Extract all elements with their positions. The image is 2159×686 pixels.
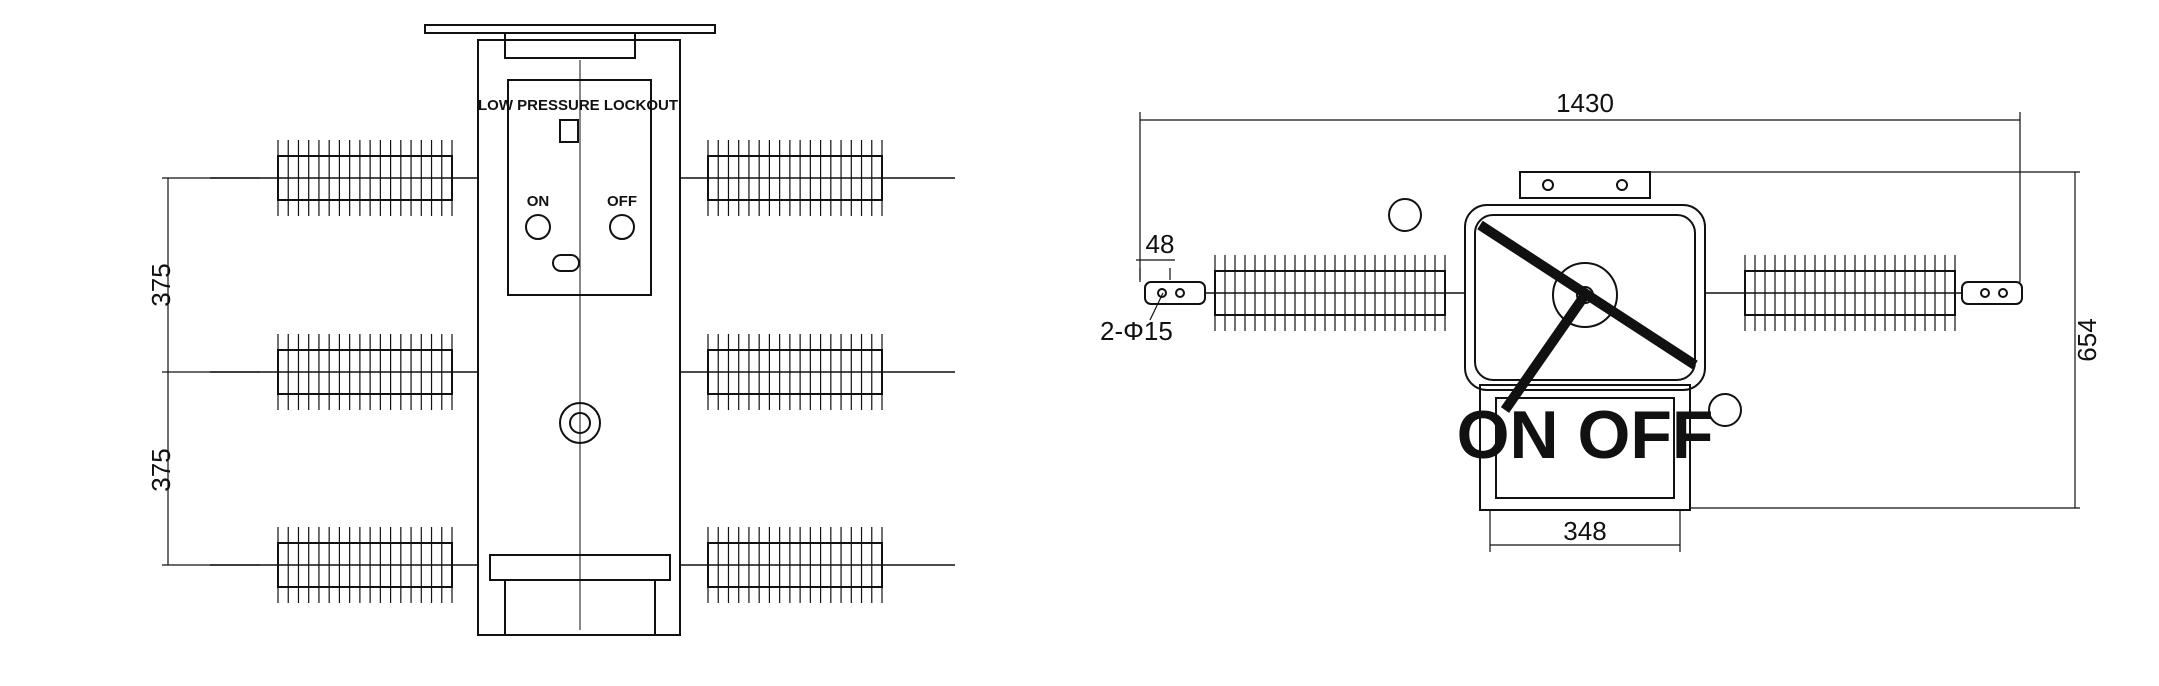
dim-phase-spacing-upper: 375 bbox=[146, 263, 176, 306]
off-button-circle bbox=[609, 214, 635, 240]
front-dimensions bbox=[162, 177, 260, 566]
dim-overall-length: 1430 bbox=[1556, 88, 1614, 118]
on-label: ON bbox=[527, 193, 550, 210]
lifting-eye-left bbox=[1388, 198, 1422, 232]
top-mounting-plate bbox=[424, 24, 716, 34]
on-button-circle bbox=[525, 214, 551, 240]
lifting-eye-right bbox=[1708, 393, 1742, 427]
pressure-gauge bbox=[559, 119, 579, 143]
on-off-indicator-text: ON OFF bbox=[1457, 397, 1714, 473]
side-bushing-left bbox=[1205, 255, 1465, 331]
dim-hole-spec: 2-Φ15 bbox=[1100, 316, 1173, 346]
tank-body bbox=[1464, 204, 1706, 391]
dim-phase-spacing-lower: 375 bbox=[146, 448, 176, 491]
bushing-right-2 bbox=[680, 334, 955, 410]
side-bushings bbox=[1205, 255, 1962, 331]
dim-terminal-width: 48 bbox=[1146, 229, 1175, 259]
dim-height: 654 bbox=[2072, 318, 2102, 361]
bushing-right-1 bbox=[680, 140, 955, 216]
counter-window bbox=[552, 254, 580, 272]
side-view bbox=[1144, 171, 2023, 511]
operating-link bbox=[1500, 292, 1590, 413]
off-label: OFF bbox=[607, 193, 637, 210]
side-dimensions bbox=[1136, 112, 2080, 552]
side-bushing-right bbox=[1705, 255, 1962, 331]
front-view bbox=[424, 24, 716, 636]
front-bushings bbox=[210, 140, 955, 603]
bushing-right-3 bbox=[680, 527, 955, 603]
indicator-box bbox=[1479, 384, 1691, 511]
top-bracket bbox=[504, 32, 636, 59]
mechanism-disc bbox=[1552, 262, 1618, 328]
operating-arm bbox=[1477, 220, 1698, 370]
panel-label: LOW PRESSURE LOCKOUT bbox=[478, 97, 678, 114]
bushing-left-1 bbox=[210, 140, 478, 216]
bushing-left-2 bbox=[210, 334, 478, 410]
dim-base-width: 348 bbox=[1563, 516, 1606, 546]
terminal-right bbox=[1961, 281, 2023, 305]
side-top-bracket bbox=[1519, 171, 1651, 199]
